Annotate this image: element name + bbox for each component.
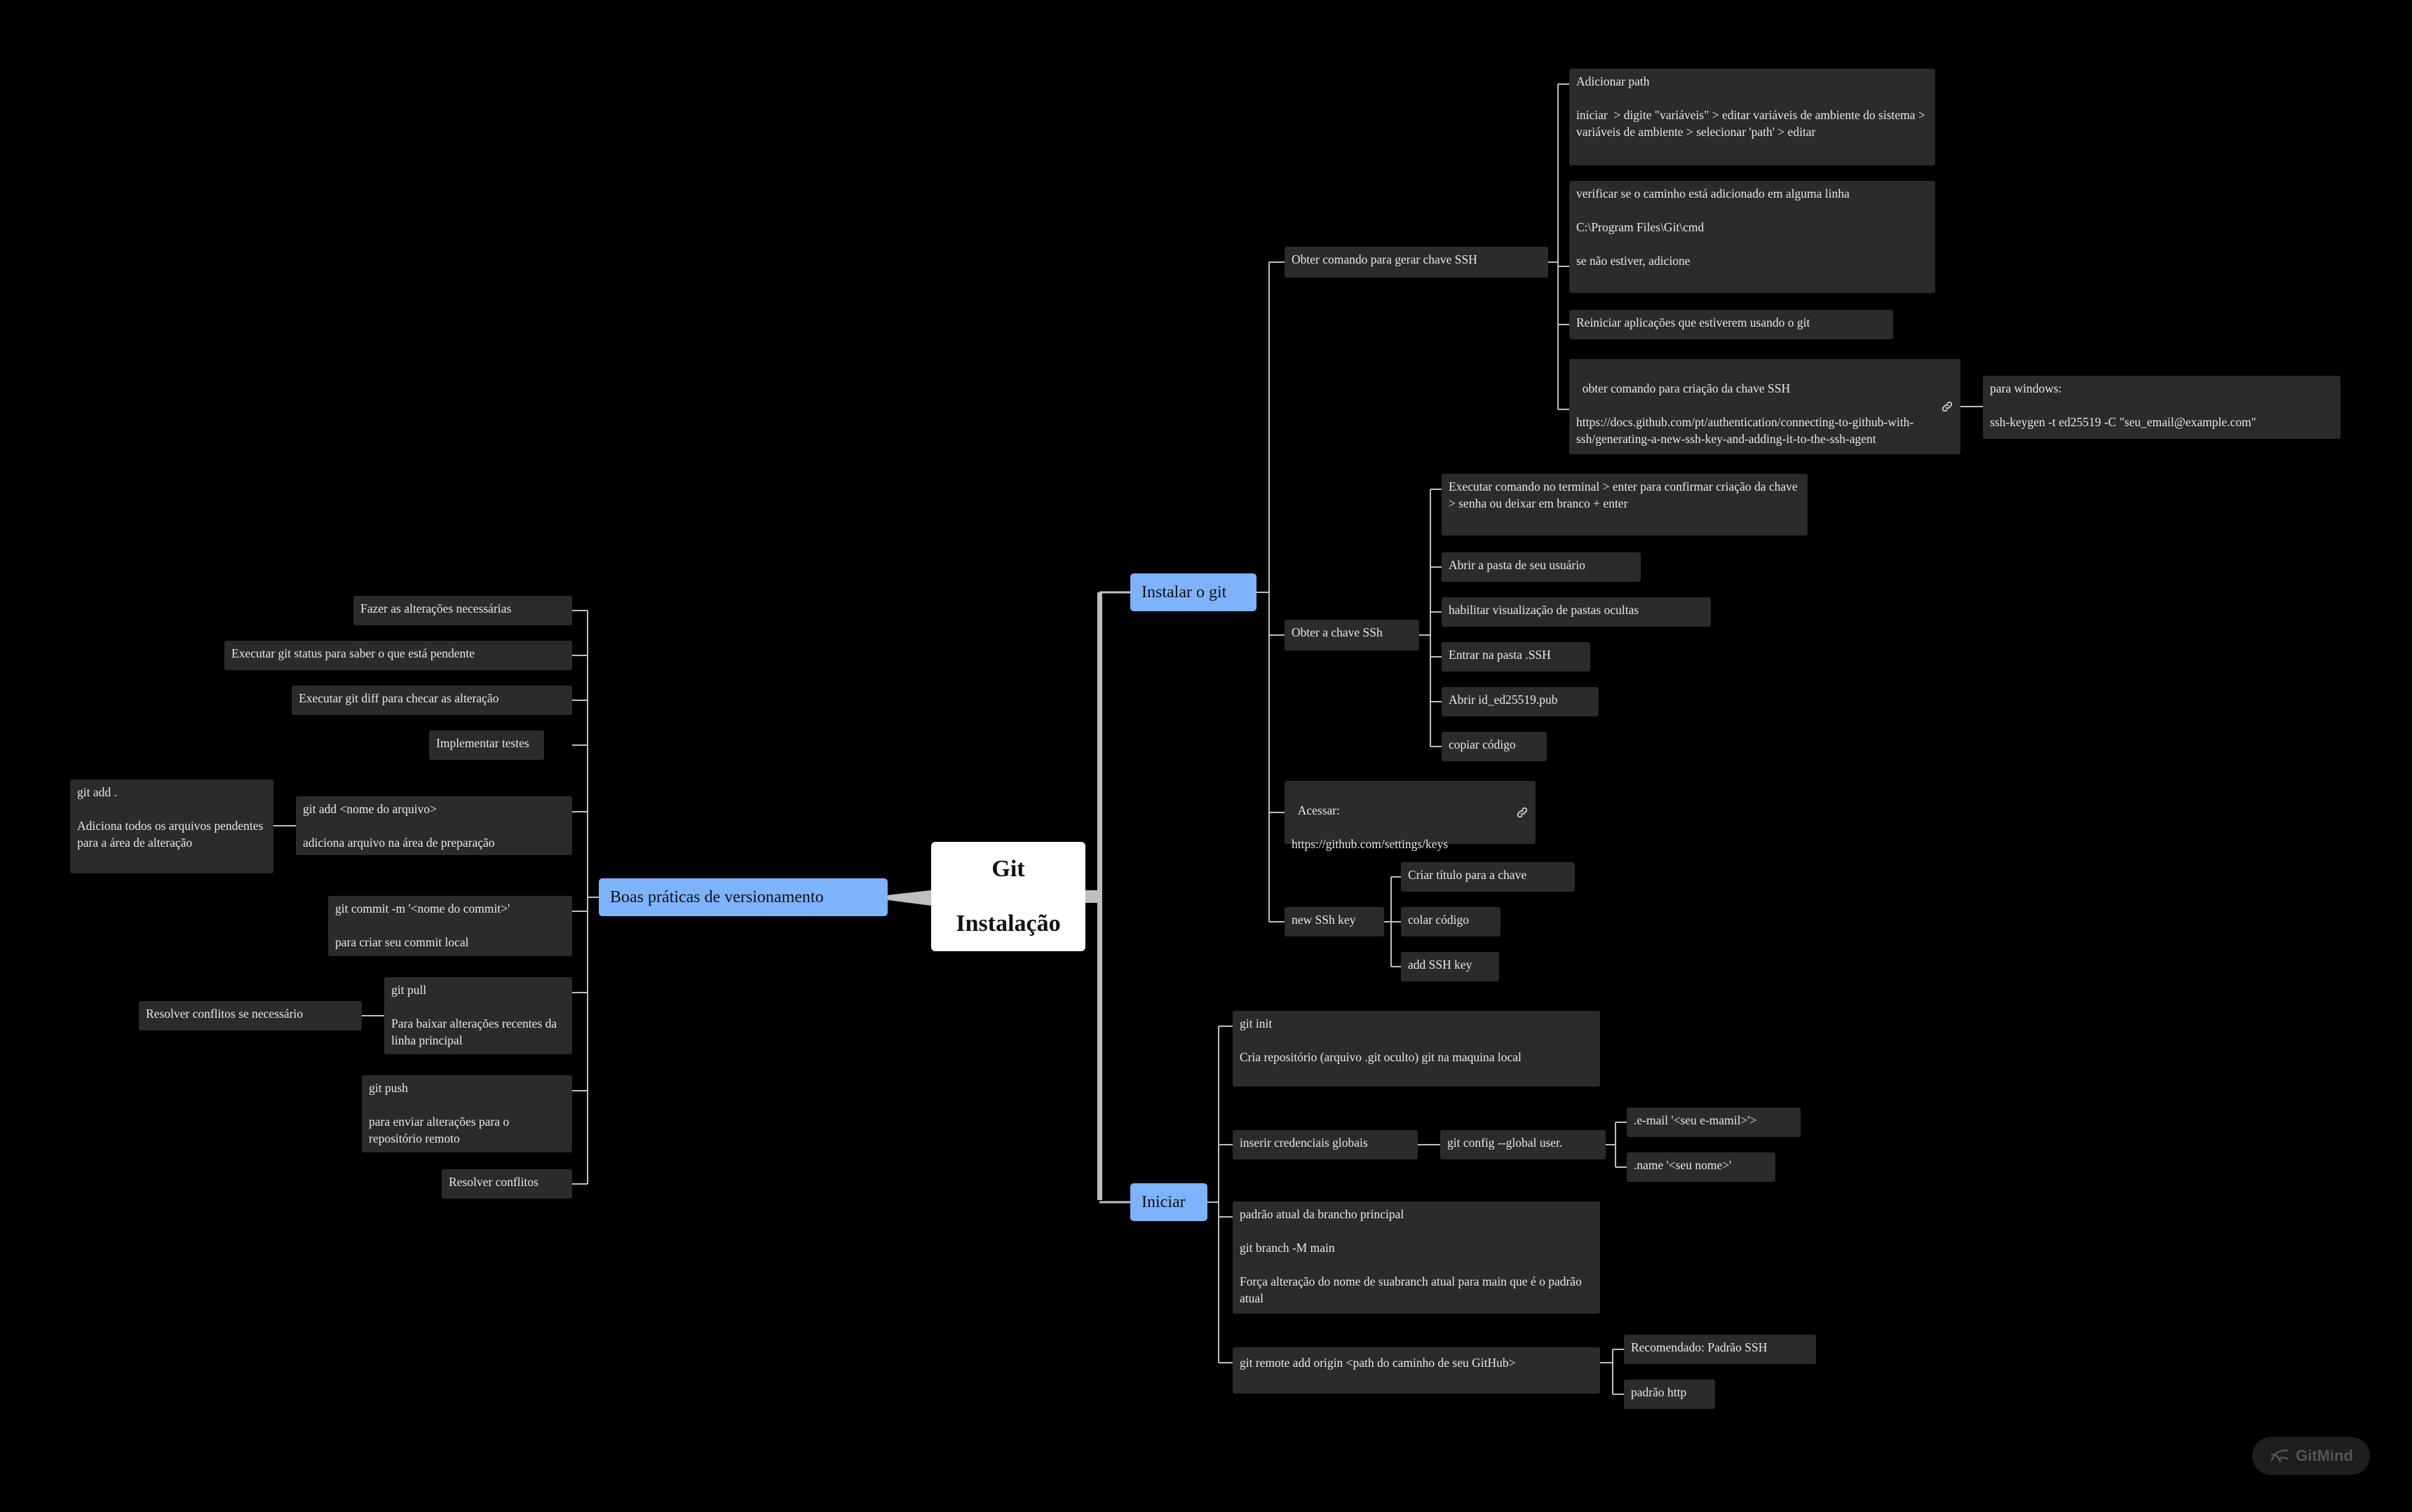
step-entrar-ssh[interactable]: Entrar na pasta .SSH (1442, 642, 1590, 672)
link-icon[interactable] (1941, 400, 1953, 413)
git-init[interactable]: git init Cria repositório (arquivo .git … (1233, 1011, 1600, 1087)
comando-criacao-text: obter comando para criação da chave SSH … (1576, 381, 1914, 446)
root-node[interactable]: Git Instalação (931, 842, 1085, 951)
implementar-testes[interactable]: Implementar testes (429, 730, 544, 760)
git-push[interactable]: git push para enviar alterações para o r… (362, 1075, 572, 1152)
remote-http[interactable]: padrão http (1624, 1380, 1715, 1409)
git-commit[interactable]: git commit -m '<nome do commit>' para cr… (328, 896, 572, 956)
gitmind-logo-icon (2270, 1449, 2289, 1463)
acessar-text: Acessar: https://github.com/settings/key… (1292, 803, 1449, 851)
branch-boas-praticas[interactable]: Boas práticas de versionamento (599, 878, 888, 916)
git-pull[interactable]: git pull Para baixar alterações recentes… (384, 977, 572, 1054)
git-diff[interactable]: Executar git diff para checar as alteraç… (292, 686, 572, 715)
git-config-global[interactable]: git config --global user. (1440, 1130, 1606, 1159)
resolver-conflitos-pull[interactable]: Resolver conflitos se necessário (139, 1001, 362, 1030)
remote-ssh-recomendado[interactable]: Recomendado: Padrão SSH (1624, 1335, 1816, 1364)
git-add-arquivo[interactable]: git add <nome do arquivo> adiciona arqui… (296, 796, 572, 855)
new-ssh-key[interactable]: new SSh key (1285, 907, 1384, 937)
gitmind-watermark: GitMind (2252, 1437, 2370, 1475)
config-name[interactable]: .name '<seu nome>' (1627, 1152, 1775, 1182)
branch-iniciar[interactable]: Iniciar (1130, 1183, 1207, 1221)
root-title: Git (991, 856, 1025, 882)
resolver-conflitos[interactable]: Resolver conflitos (442, 1169, 572, 1199)
git-status[interactable]: Executar git status para saber o que est… (224, 641, 572, 670)
root-trunk-right (1085, 592, 1102, 1200)
reiniciar-aplicacoes[interactable]: Reiniciar aplicações que estiverem usand… (1569, 310, 1893, 339)
adicionar-path[interactable]: Adicionar path iniciar > digite "variáve… (1569, 69, 1935, 165)
root-subtitle: Instalação (956, 911, 1061, 937)
step-add-ssh-key[interactable]: add SSH key (1401, 952, 1499, 981)
comando-criacao-chave[interactable]: obter comando para criação da chave SSH … (1569, 359, 1960, 454)
verificar-caminho[interactable]: verificar se o caminho está adicionado e… (1569, 181, 1935, 293)
root-trunk-left (888, 890, 931, 906)
step-executar-comando[interactable]: Executar comando no terminal > enter par… (1442, 474, 1808, 536)
branch-instalar-git[interactable]: Instalar o git (1130, 573, 1256, 611)
obter-chave-ssh[interactable]: Obter a chave SSh (1285, 620, 1419, 651)
fazer-alteracoes[interactable]: Fazer as alterações necessárias (353, 596, 572, 625)
git-branch-main[interactable]: padrão atual da brancho principal git br… (1233, 1201, 1600, 1314)
acessar-github-keys[interactable]: Acessar: https://github.com/settings/key… (1285, 781, 1536, 851)
git-add-all[interactable]: git add . Adiciona todos os arquivos pen… (70, 779, 273, 873)
config-email[interactable]: .e-mail '<seu e-mamil>'> (1627, 1108, 1801, 1137)
link-icon[interactable] (1516, 806, 1529, 819)
step-abrir-pasta[interactable]: Abrir a pasta de seu usuário (1442, 552, 1641, 582)
step-criar-titulo[interactable]: Criar título para a chave (1401, 862, 1575, 892)
step-copiar-codigo[interactable]: copiar código (1442, 732, 1547, 761)
step-abrir-pub[interactable]: Abrir id_ed25519.pub (1442, 687, 1599, 716)
obter-comando-ssh[interactable]: Obter comando para gerar chave SSH (1285, 247, 1548, 278)
step-habilitar-ocultas[interactable]: habilitar visualização de pastas ocultas (1442, 597, 1711, 627)
watermark-text: GitMind (2296, 1447, 2353, 1464)
git-remote-add[interactable]: git remote add origin <path do caminho d… (1233, 1347, 1600, 1394)
inserir-credenciais[interactable]: inserir credenciais globais (1233, 1130, 1418, 1159)
step-colar-codigo[interactable]: colar código (1401, 907, 1500, 937)
para-windows[interactable]: para windows: ssh-keygen -t ed25519 -C "… (1983, 376, 2340, 439)
